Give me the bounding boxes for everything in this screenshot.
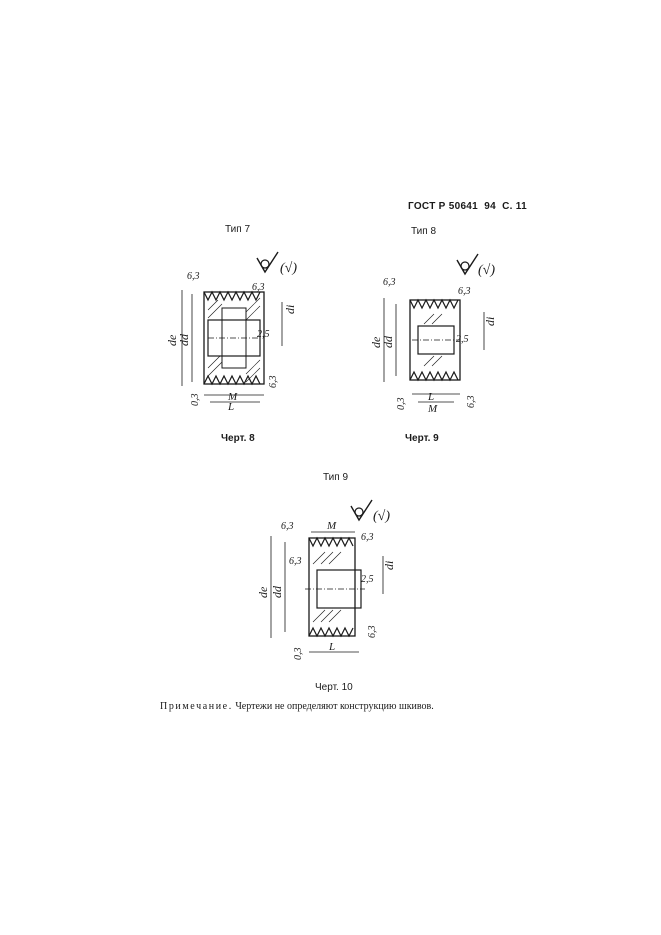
caption-drawing-8: Черт. 8 xyxy=(221,433,255,444)
roughness-bottom: 6,3 xyxy=(466,396,477,409)
standard-number: ГОСТ Р 50641 xyxy=(408,201,479,212)
roughness-bore: 2,5 xyxy=(456,334,469,345)
footnote-prefix: Примечание. xyxy=(160,701,233,712)
roughness-right: 6,3 xyxy=(252,282,265,293)
roughness-symbol: (√) xyxy=(456,253,495,278)
roughness-note: (√) xyxy=(478,263,495,278)
roughness-bore: 2,5 xyxy=(257,329,270,340)
roughness-left: 6,3 xyxy=(289,556,302,567)
standard-year: 94 xyxy=(484,201,496,212)
dim-L: L xyxy=(328,641,335,653)
pulley-drawing-type-7: (√) de dd di M L 6,3 6,3 2,5 6,3 0,3 xyxy=(165,251,297,413)
caption-drawing-9: Черт. 9 xyxy=(405,433,439,444)
dim-de: de xyxy=(256,586,270,598)
roughness-right: 6,3 xyxy=(458,286,471,297)
dim-de: de xyxy=(370,336,383,348)
pulley-drawing-type-9: (√) de dd di M L 6,3 6,3 6,3 2,5 6,3 0,3 xyxy=(256,499,396,661)
roughness-note: (√) xyxy=(280,261,297,276)
dim-di: di xyxy=(483,317,497,326)
page-number: С. 11 xyxy=(502,201,527,212)
dim-L: L xyxy=(227,401,234,413)
roughness-bore: 2,5 xyxy=(361,574,374,585)
dim-M: M xyxy=(227,391,238,403)
dim-M: M xyxy=(326,520,337,532)
type-label-8: Тип 8 xyxy=(411,226,437,237)
roughness-right: 6,3 xyxy=(361,532,374,543)
type-label-9: Тип 9 xyxy=(323,472,349,483)
dim-dd: dd xyxy=(177,333,191,346)
dim-dd: dd xyxy=(270,585,284,598)
roughness-edge: 0,3 xyxy=(396,398,407,411)
pulley-drawing-type-8: (√) de dd di M L 6,3 6,3 2,5 6,3 0,3 xyxy=(370,253,497,415)
dim-di: di xyxy=(283,305,297,314)
footnote: Примечание. Чертежи не определяют констр… xyxy=(160,701,434,712)
roughness-bottom: 6,3 xyxy=(268,376,279,389)
dim-dd: dd xyxy=(381,335,395,348)
roughness-top: 6,3 xyxy=(383,277,396,288)
type-label-7: Тип 7 xyxy=(225,224,251,235)
footnote-text: Чертежи не определяют конструкцию шкивов… xyxy=(232,701,434,712)
roughness-bottom: 6,3 xyxy=(367,626,378,639)
dim-M: M xyxy=(427,403,438,415)
dim-di: di xyxy=(382,561,396,570)
dim-L: L xyxy=(427,391,434,403)
document-header: ГОСТ Р 50641 94 С. 11 xyxy=(408,201,527,212)
roughness-symbol: (√) xyxy=(256,251,297,276)
roughness-symbol: (√) xyxy=(350,499,390,524)
caption-drawing-10: Черт. 10 xyxy=(315,682,353,693)
roughness-edge: 0,3 xyxy=(293,648,304,661)
roughness-top: 6,3 xyxy=(187,271,200,282)
roughness-edge: 0,3 xyxy=(190,394,201,407)
dim-de: de xyxy=(165,334,179,346)
roughness-note: (√) xyxy=(373,509,390,524)
roughness-top: 6,3 xyxy=(281,521,294,532)
